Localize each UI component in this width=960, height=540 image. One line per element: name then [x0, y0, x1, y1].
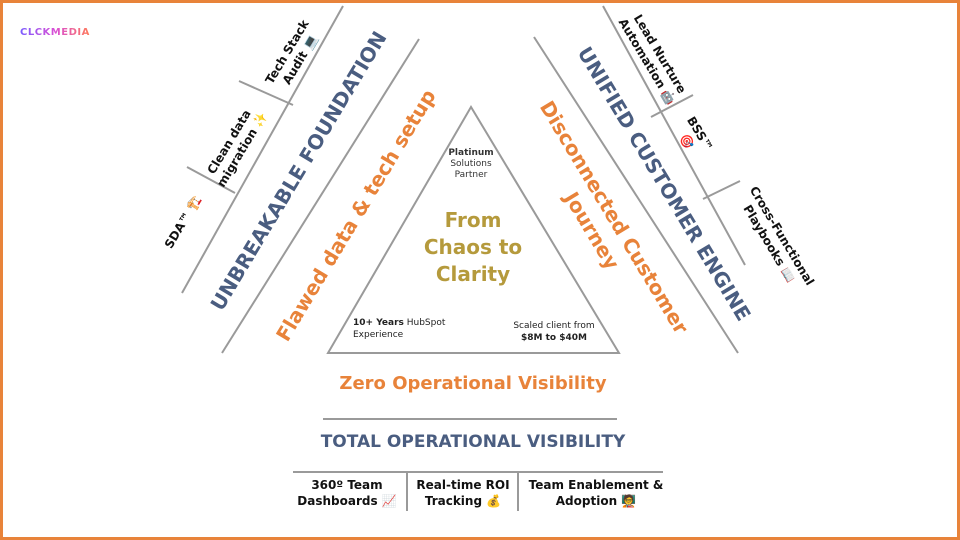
left-step-line: [181, 5, 344, 294]
platinum-partner-label: Platinum Solutions Partner: [448, 148, 494, 180]
bottom-item-roi-tracking: Real-time ROI Tracking 💰: [416, 478, 510, 508]
left-step-tick-1: [238, 80, 294, 106]
right-inner-line: [533, 36, 739, 354]
bottom-item-dashboards: 360º Team Dashboards 📈: [297, 478, 397, 508]
right-step-line: [602, 5, 746, 266]
right-step-tick-2: [702, 180, 741, 200]
left-inner-line: [221, 38, 420, 354]
center-tagline: From Chaos to Clarity: [423, 208, 523, 286]
experience-stat: 10+ Years HubSpot Experience: [353, 318, 446, 340]
left-step-tick-2: [186, 166, 236, 194]
bottom-problem: Zero Operational Visibility: [339, 373, 607, 394]
bottom-item-team-enablement: Team Enablement & Adoption 🧑‍🏫: [528, 478, 664, 508]
brand-logo: CLCKMEDIA: [20, 27, 90, 38]
central-triangle: [326, 105, 621, 354]
bottom-heading: TOTAL OPERATIONAL VISIBILITY: [320, 432, 626, 452]
diagram-lines: [181, 5, 746, 511]
scaled-client-stat: Scaled client from $8M to $40M: [513, 321, 595, 343]
right-step-tick-1: [650, 94, 694, 118]
